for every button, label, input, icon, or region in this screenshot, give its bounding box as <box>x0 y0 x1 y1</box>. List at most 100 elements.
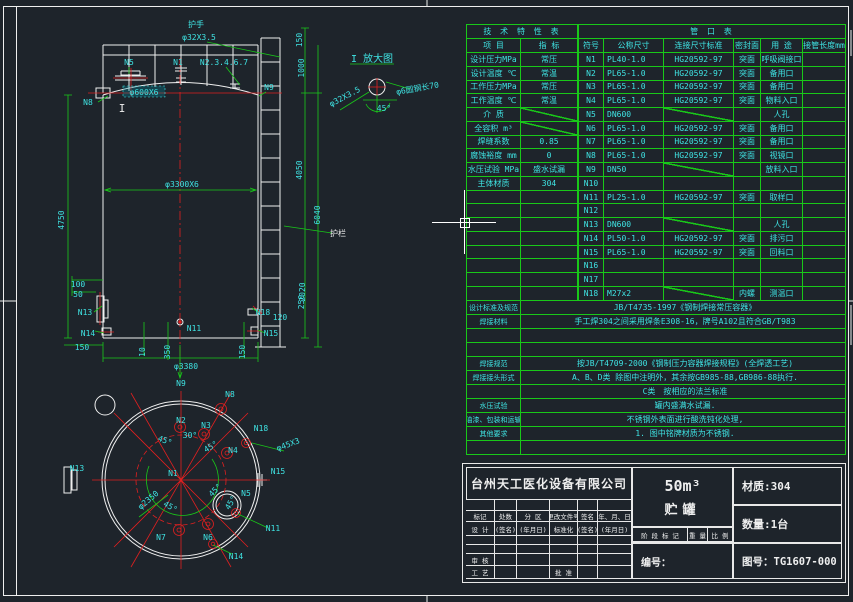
nozzle-use <box>761 176 803 191</box>
nozzle-face: 内螺 <box>734 287 761 301</box>
elevation-view <box>64 27 333 382</box>
plan-view <box>63 391 285 569</box>
note-text: 按JB/T4709-2000《钢制压力容器焊接规程》(全焊透工艺) <box>521 357 846 371</box>
nozzle-face <box>734 259 761 274</box>
nozzle-row: N12 <box>579 204 846 219</box>
note-label: 水压试验 <box>467 399 521 413</box>
nozzle-length <box>803 287 846 301</box>
technical-characteristics-table: 技 术 特 性 表 项 目 指 标 设计压力MPa 常压 设计温度 ℃ 常温 工… <box>466 24 578 301</box>
audit-row: 审 核 <box>466 554 632 566</box>
tech-item: 设计压力MPa <box>467 53 521 67</box>
drawing-label: N11 <box>187 324 202 333</box>
nozzle-symbol: N16 <box>579 259 604 274</box>
nozzle-standard: HG20592-97 <box>664 231 734 246</box>
tech-row: 焊缝系数 0.85 <box>467 135 578 150</box>
nozzle-symbol: N4 <box>579 94 604 109</box>
nozzle-col-header: 连接尺寸标准 <box>664 39 734 53</box>
nozzle-use: 物料入口 <box>761 94 803 109</box>
tech-row: 水压试验 MPa 盛水试漏 <box>467 163 578 177</box>
rev-header-cell: 分 区 <box>517 511 550 522</box>
drawing-label: N14 <box>229 552 244 561</box>
note-text: 不锈钢外表面进行酸洗钝化处理, <box>521 413 846 427</box>
nozzle-use: 人孔 <box>761 108 803 122</box>
product-name: 贮罐 <box>664 502 701 518</box>
nozzle-col-header: 密封面 <box>734 39 761 53</box>
quantity: 数量:1台 <box>733 505 842 543</box>
note-text: 手工焊304之间采用焊条E308-16，牌号A102且符合GB/T983 <box>521 315 846 329</box>
tech-row: 工作温度 ℃ 常温 <box>467 94 578 109</box>
drawing-label: I <box>119 102 126 115</box>
drawing-label: N3 <box>201 421 211 430</box>
nozzle-use: 放料入口 <box>761 163 803 177</box>
nozzle-size: PL65-1.0 <box>604 80 664 95</box>
note-row: 焊接材料 手工焊304之间采用焊条E308-16，牌号A102且符合GB/T98… <box>467 315 846 329</box>
nozzle-face: 突面 <box>734 121 761 136</box>
tech-col-header: 指 标 <box>521 39 578 53</box>
tech-row: 腐蚀裕度 mm 0 <box>467 149 578 164</box>
nozzle-face <box>734 163 761 177</box>
nozzle-length <box>803 176 846 191</box>
nozzle-symbol: N1 <box>579 53 604 67</box>
nozzle-row: N15 PL65-1.0 HG20592-97 突面 回料口 <box>579 245 846 260</box>
capacity: 50m³ <box>664 476 701 495</box>
drawing-label: 护手 <box>188 19 204 29</box>
tech-item <box>467 204 521 219</box>
drawing-label: φ32X3.5 <box>182 33 216 42</box>
drawing-label: 150 <box>295 33 304 48</box>
nozzle-size <box>604 259 664 274</box>
tech-value: 常压 <box>521 80 578 95</box>
nozzle-length <box>803 135 846 150</box>
nozzle-col-header: 接管长度mm <box>803 39 846 53</box>
nozzle-length <box>803 245 846 260</box>
note-text <box>521 329 846 343</box>
drawing-label: 4050 <box>295 160 304 179</box>
nozzle-face: 突面 <box>734 190 761 205</box>
nozzle-face: 突面 <box>734 135 761 150</box>
drawing-label: N1 <box>168 469 178 478</box>
rev-empty-row <box>466 536 632 545</box>
company-name: 台州天工医化设备有限公司 <box>466 467 632 500</box>
tech-value <box>521 273 578 288</box>
drawing-label: φ6圆钢长70 <box>395 79 440 96</box>
rev-header-cell: 签名 <box>578 511 598 522</box>
nozzle-standard <box>664 218 734 232</box>
nozzle-row: N17 <box>579 273 846 288</box>
tech-value: 常温 <box>521 66 578 81</box>
note-row <box>467 441 846 455</box>
nozzle-symbol: N18 <box>579 287 604 301</box>
drawing-label: φ32X3.5 <box>328 85 362 109</box>
nozzle-symbol: N13 <box>579 218 604 232</box>
nozzle-size: PL65-1.0 <box>604 94 664 109</box>
nozzle-row: N5 DN600 人孔 <box>579 108 846 122</box>
tech-row <box>467 273 578 288</box>
nozzle-length <box>803 190 846 205</box>
nozzle-symbol: N7 <box>579 135 604 150</box>
drawing-label: φ45X3 <box>275 436 301 453</box>
note-row: 其他要求 1. 图中铭牌材质为不锈钢. <box>467 427 846 441</box>
nozzle-length <box>803 94 846 109</box>
nozzle-symbol: N6 <box>579 121 604 136</box>
tech-row <box>467 245 578 260</box>
rev-header-cell: 年、月、日 <box>598 511 632 522</box>
drawing-label: N15 <box>271 467 286 476</box>
note-label: 油漆、包装和运输 <box>467 413 521 427</box>
nozzle-row: N6 PL65-1.0 HG20592-97 突面 备用口 <box>579 121 846 136</box>
nozzle-standard: HG20592-97 <box>664 94 734 109</box>
tech-value: 常压 <box>521 53 578 67</box>
drawing-label: N5 <box>241 489 251 498</box>
process-row: 工 艺 批 准 <box>466 566 632 579</box>
nozzle-row: N11 PL25-1.0 HG20592-97 突面 取样口 <box>579 190 846 205</box>
nozzle-standard: HG20592-97 <box>664 80 734 95</box>
nozzle-row: N10 <box>579 176 846 191</box>
nozzle-row: N4 PL65-1.0 HG20592-97 突面 物料入口 <box>579 94 846 109</box>
nozzle-row: N13 DN600 人孔 <box>579 218 846 232</box>
rev-empty-row <box>466 500 632 511</box>
nozzle-standard: HG20592-97 <box>664 190 734 205</box>
approve-label: 批 准 <box>550 566 578 579</box>
note-row <box>467 343 846 357</box>
rev-header-cell: 处数 <box>495 511 517 522</box>
nozzle-symbol: N10 <box>579 176 604 191</box>
